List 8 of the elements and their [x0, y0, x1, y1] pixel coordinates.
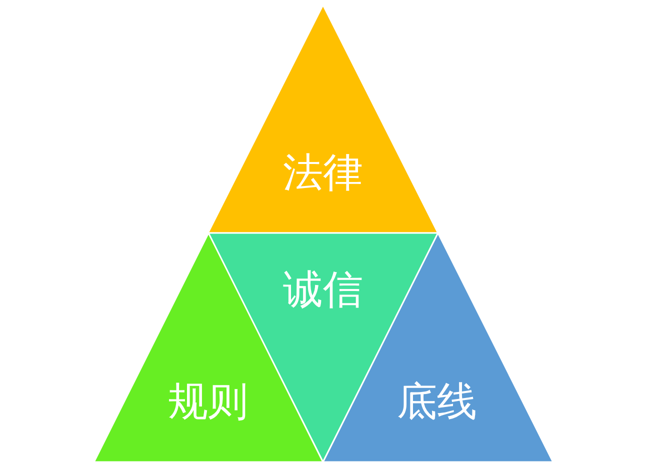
section-label: 底线 [397, 382, 477, 422]
section-label: 规则 [168, 382, 248, 422]
section-label: 诚信 [283, 270, 363, 310]
triangle-section [208, 5, 438, 233]
section-label: 法律 [283, 153, 363, 193]
triangle-section [323, 233, 553, 462]
triangle-section [208, 233, 438, 462]
triangle-section [94, 233, 323, 462]
